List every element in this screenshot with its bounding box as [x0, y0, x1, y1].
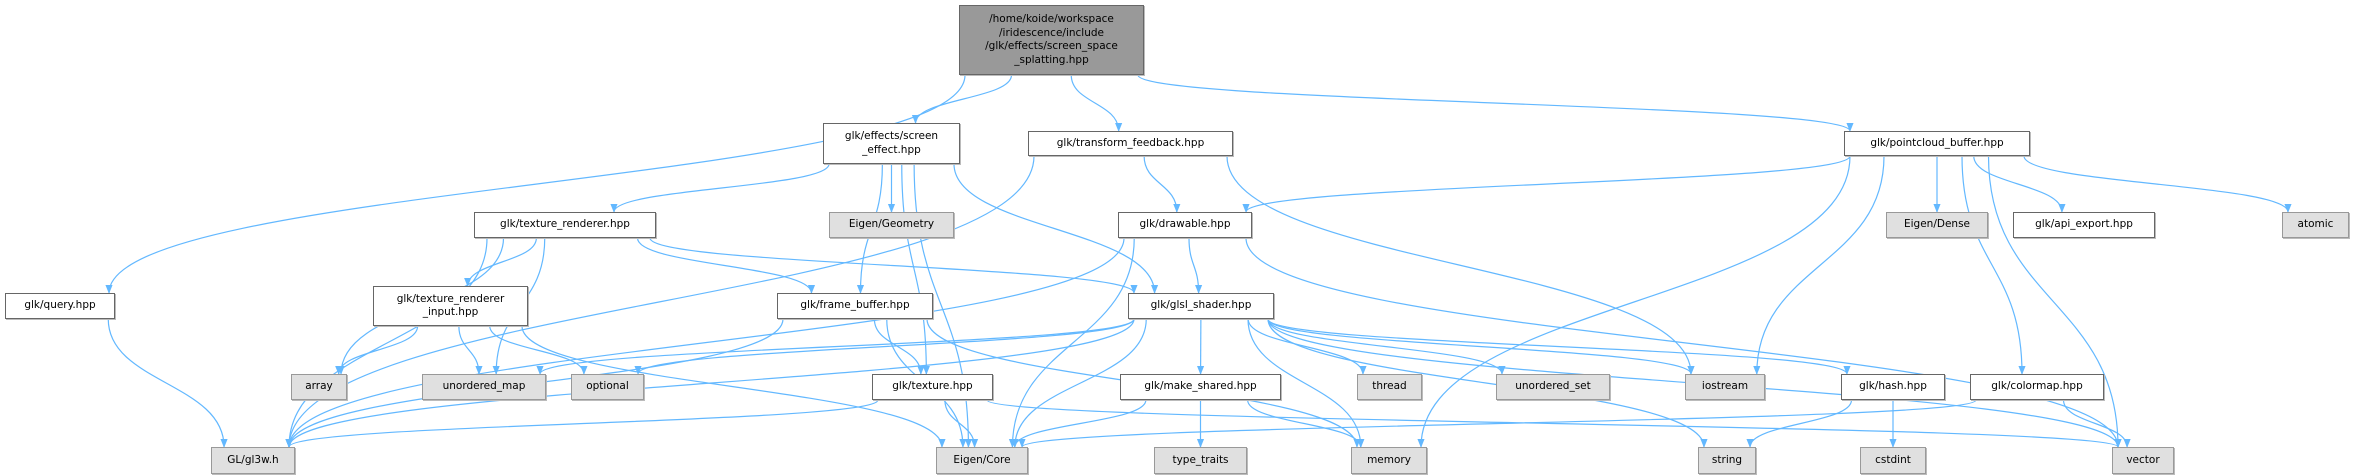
edge-transform_feedback-to-drawable: [1143, 155, 1181, 213]
edge-root-to-query: [105, 74, 966, 294]
edge-glsl_shader-to-memory: [1247, 318, 1365, 448]
edge-root-to-pointcloud_buffer: [1137, 74, 1854, 132]
edge-drawable-to-gl3w: [285, 237, 1125, 448]
edge-texture_renderer_input-to-eigen_core: [521, 325, 946, 448]
edge-texture_renderer-to-texture_renderer_input: [464, 237, 537, 287]
edge-hash-to-string: [1746, 399, 1853, 448]
node-glsl-shader[interactable]: glk/glsl_shader.hpp: [1128, 293, 1274, 319]
node-gl3w: GL/gl3w.h: [211, 447, 295, 474]
node-type-traits: type_traits: [1154, 447, 1247, 474]
edge-pointcloud_buffer-to-vector: [1987, 155, 2122, 448]
node-texture[interactable]: glk/texture.hpp: [872, 374, 993, 400]
edge-transform_feedback-to-iostream: [1226, 155, 1695, 375]
edge-glsl_shader-to-string: [1267, 318, 1708, 448]
edge-drawable-to-eigen_core: [1008, 237, 1135, 448]
edge-make_shared-to-eigen_core: [1011, 399, 1147, 448]
edge-glsl_shader-to-thread: [1247, 318, 1367, 375]
edge-pointcloud_buffer-to-memory: [1417, 155, 1851, 448]
node-query[interactable]: glk/query.hpp: [5, 293, 115, 319]
edge-root-to-transform_feedback: [1070, 74, 1123, 132]
node-hash[interactable]: glk/hash.hpp: [1841, 374, 1945, 400]
edge-glsl_shader-to-unordered_map: [536, 318, 1135, 375]
edge-pointcloud_buffer-to-api_export: [1973, 155, 2066, 213]
edge-texture-to-gl3w: [285, 399, 879, 448]
node-make-shared[interactable]: glk/make_shared.hpp: [1120, 374, 1281, 400]
node-optional: optional: [571, 374, 644, 400]
node-atomic: atomic: [2282, 212, 2349, 238]
edge-glsl_shader-to-eigen_core: [1011, 318, 1147, 448]
edge-glsl_shader-to-iostream: [1267, 318, 1695, 375]
node-transform-feedback[interactable]: glk/transform_feedback.hpp: [1028, 131, 1233, 156]
node-array: array: [291, 374, 347, 400]
node-colormap[interactable]: glk/colormap.hpp: [1970, 374, 2104, 400]
edge-make_shared-to-memory: [1247, 399, 1365, 448]
node-thread: thread: [1357, 374, 1422, 400]
edge-drawable-to-glsl_shader: [1188, 237, 1203, 294]
node-unordered-map: unordered_map: [422, 374, 546, 400]
edge-screen_effect-to-glsl_shader: [953, 163, 1159, 294]
node-texture-renderer[interactable]: glk/texture_renderer.hpp: [474, 212, 656, 238]
node-eigen-geometry: Eigen/Geometry: [829, 212, 954, 238]
edge-screen_effect-to-texture: [901, 163, 930, 375]
edge-texture_renderer_input-to-array: [335, 325, 419, 375]
node-root: /home/koide/workspace /iridescence/inclu…: [959, 5, 1144, 75]
edge-glsl_shader-to-hash: [1267, 318, 1851, 375]
node-screen-effect[interactable]: glk/effects/screen _effect.hpp: [823, 123, 960, 164]
node-unordered-set: unordered_set: [1496, 374, 1610, 400]
edge-texture-to-vector: [986, 399, 2122, 448]
node-iostream: iostream: [1685, 374, 1765, 400]
edge-glsl_shader-to-optional: [634, 318, 1135, 375]
node-cstdint: cstdint: [1860, 447, 1926, 474]
node-vector: vector: [2112, 447, 2174, 474]
node-drawable[interactable]: glk/drawable.hpp: [1118, 212, 1252, 238]
edge-colormap-to-vector: [2062, 399, 2131, 448]
edge-texture-to-eigen_core: [944, 399, 979, 448]
edge-texture_renderer-to-frame_buffer: [636, 237, 816, 294]
node-string: string: [1698, 447, 1756, 474]
node-eigen-dense: Eigen/Dense: [1886, 212, 1988, 238]
edge-pointcloud_buffer-to-atomic: [2023, 155, 2292, 213]
node-eigen-core: Eigen/Core: [936, 447, 1028, 474]
edge-colormap-to-eigen_core: [1018, 399, 1977, 448]
edge-screen_effect-to-texture_renderer: [610, 163, 830, 213]
edge-texture_renderer-to-glsl_shader: [649, 237, 1138, 294]
edge-texture_renderer_input-to-unordered_map: [458, 325, 483, 375]
edge-glsl_shader-to-unordered_set: [1267, 318, 1506, 375]
node-memory: memory: [1351, 447, 1427, 474]
node-pointcloud-buffer[interactable]: glk/pointcloud_buffer.hpp: [1844, 131, 2030, 156]
edge-texture_renderer-to-gl3w: [285, 237, 488, 448]
edge-drawable-to-vector: [1245, 237, 2122, 448]
edge-pointcloud_buffer-to-drawable: [1242, 155, 1851, 213]
node-texture-renderer-input[interactable]: glk/texture_renderer _input.hpp: [373, 286, 528, 326]
edge-query-to-gl3w: [107, 318, 228, 448]
node-frame-buffer[interactable]: glk/frame_buffer.hpp: [777, 293, 933, 319]
node-api-export[interactable]: glk/api_export.hpp: [2013, 212, 2155, 238]
edge-texture_renderer_input-to-optional: [489, 325, 588, 375]
edge-pointcloud_buffer-to-iostream: [1753, 155, 1885, 375]
edge-root-to-screen_effect: [911, 74, 1013, 124]
edge-glsl_shader-to-gl3w: [285, 318, 1135, 448]
edge-pointcloud_buffer-to-colormap: [1961, 155, 2026, 375]
